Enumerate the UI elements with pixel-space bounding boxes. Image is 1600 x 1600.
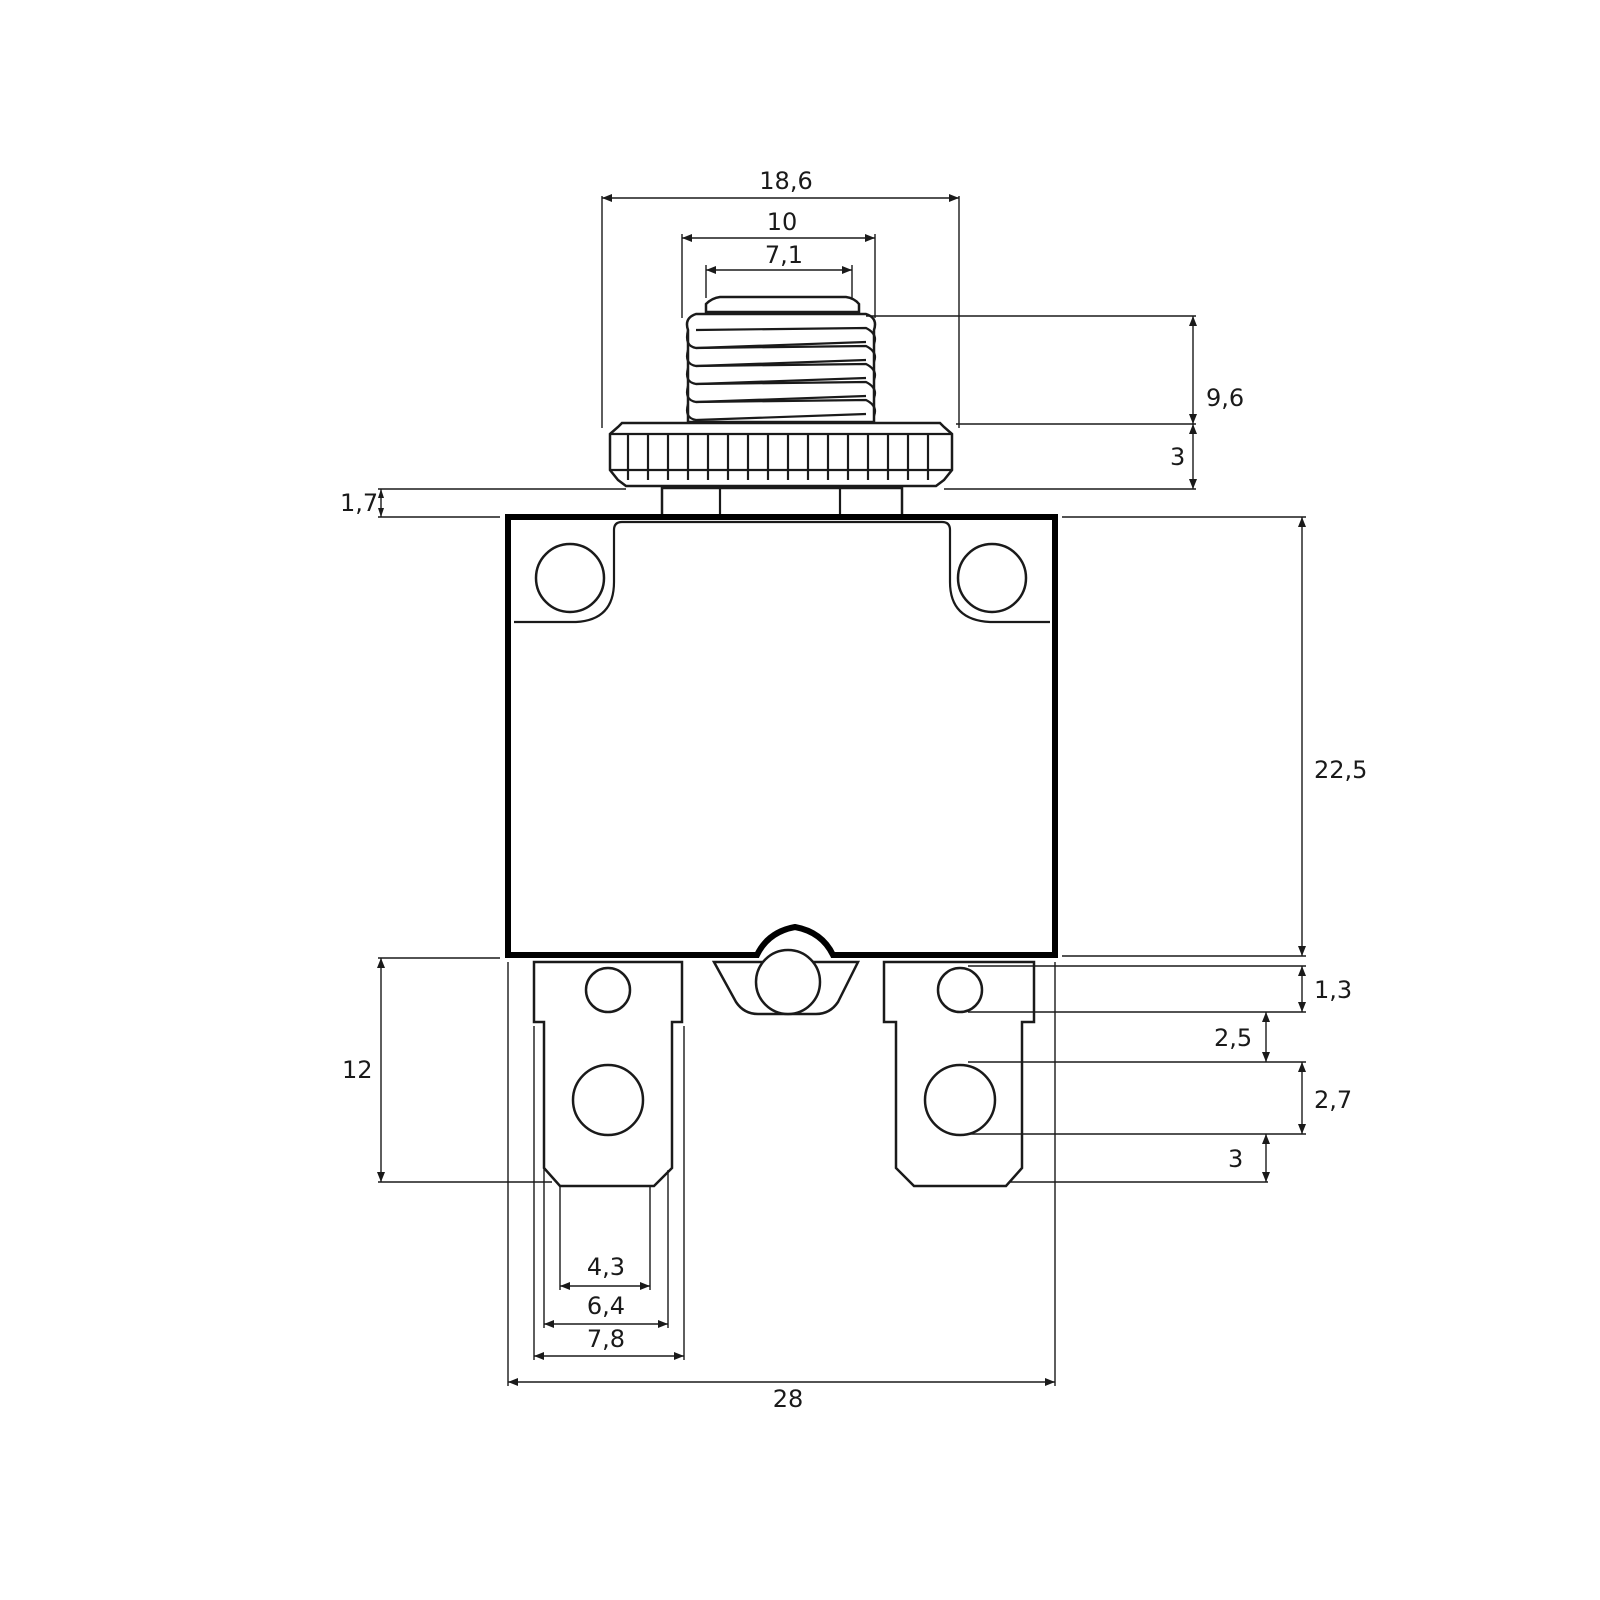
dimension-arrowheads [377,194,1306,1386]
threaded-bushing-spring [685,312,877,424]
mounting-hole-left [534,542,606,614]
dimension-lines [378,196,1306,1386]
knurled-nut [608,421,954,488]
dim-thread-height: 9,6 [1206,384,1244,412]
dim-hole-spacing: 2,5 [1214,1024,1252,1052]
dim-tip-offset: 3 [1228,1145,1243,1173]
center-rivet [711,948,861,1016]
dim-hole-diameter: 2,7 [1314,1086,1352,1114]
dim-top-outer-width: 18,6 [759,167,812,195]
reset-button-cap [704,295,861,314]
terminal-right [882,960,1036,1188]
dim-terminal-length: 12 [342,1056,373,1084]
neck [660,486,904,519]
mounting-hole-right [956,542,1028,614]
dim-hole-top-offset: 1,3 [1314,976,1352,1004]
dim-body-height: 22,5 [1314,756,1367,784]
dim-button-width: 7,1 [765,241,803,269]
dim-body-width: 28 [773,1385,804,1413]
dim-neck-height: 1,7 [340,489,378,517]
terminal-left [532,960,684,1188]
dim-tab-width: 6,4 [587,1292,625,1320]
dim-terminal-width: 7,8 [587,1325,625,1353]
dim-thread-width: 10 [767,208,798,236]
dim-nut-height: 3 [1170,443,1185,471]
dim-tip-width: 4,3 [587,1253,625,1281]
